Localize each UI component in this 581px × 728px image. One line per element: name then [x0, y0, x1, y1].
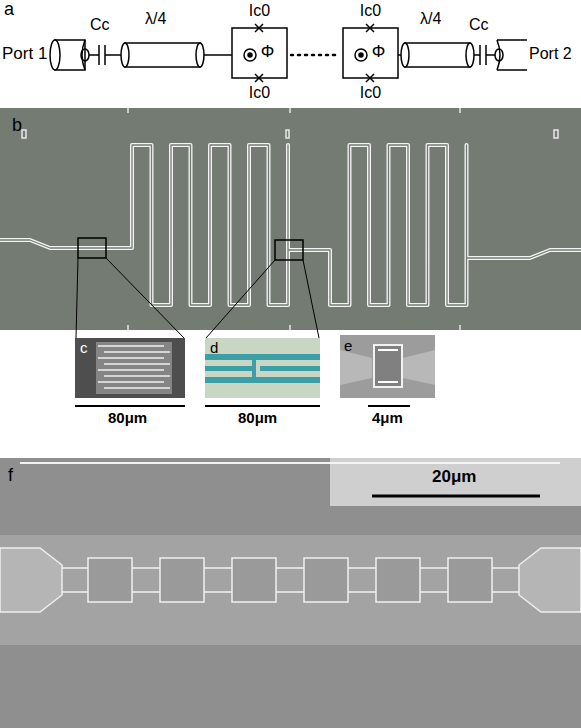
dotted-connector — [291, 54, 339, 57]
port-label: Port 2 — [529, 45, 572, 63]
line-label: λ/4 — [145, 10, 166, 28]
panel-letter: f — [8, 466, 13, 486]
scale-label: 20μm — [432, 468, 476, 487]
line-label: λ/4 — [420, 10, 441, 28]
capacitor-photo — [75, 338, 185, 398]
circuit-schematic — [50, 24, 527, 82]
scale-label: 80μm — [238, 410, 277, 427]
panel-letter: d — [210, 340, 218, 357]
critical-current-label: Ic0 — [360, 2, 381, 20]
critical-current-label: Ic0 — [249, 2, 270, 20]
squid-array-photo — [0, 458, 581, 728]
resonator-photo — [205, 338, 320, 398]
panel-letter: e — [344, 338, 352, 355]
panel-letter: b — [12, 116, 22, 136]
squid-loop: Ic0ΦIc0 — [343, 2, 398, 102]
capacitor-label: Cc — [90, 16, 110, 34]
flux-symbol: Φ — [245, 43, 275, 62]
port-label: Port 1 — [2, 45, 47, 64]
scale-bars — [75, 405, 410, 407]
critical-current-label: Ic0 — [249, 84, 270, 102]
scale-label: 80μm — [108, 410, 147, 427]
flux-symbol: Φ — [356, 43, 386, 62]
scale-label: 4μm — [372, 410, 403, 427]
squid-photo — [340, 335, 435, 398]
capacitor-label: Cc — [469, 16, 489, 34]
panel-letter: a — [4, 0, 14, 20]
panel-letter: c — [80, 340, 88, 357]
chip-photo — [0, 108, 581, 330]
critical-current-label: Ic0 — [360, 84, 381, 102]
zoom-lines — [76, 258, 319, 338]
squid-loop: Ic0ΦIc0 — [232, 2, 287, 102]
